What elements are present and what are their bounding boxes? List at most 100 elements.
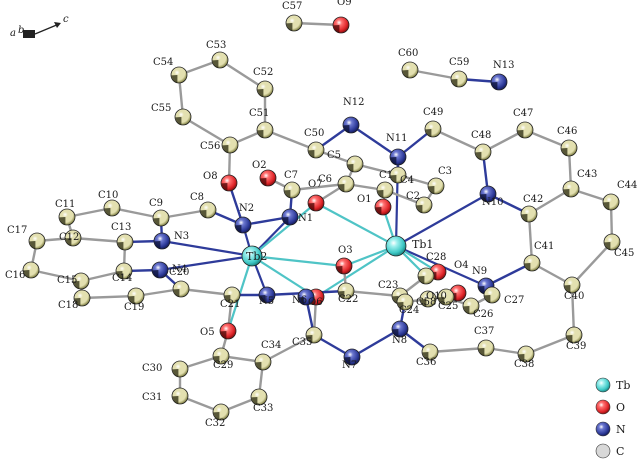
legend-item-c: C	[595, 443, 624, 459]
atom-c13	[116, 233, 134, 251]
axis-b-label: b	[18, 25, 24, 36]
atom-c29	[212, 347, 230, 365]
atom-label-c56: C56	[200, 141, 220, 152]
atom-c53	[211, 51, 229, 69]
tb-bond-tb1-o7	[314, 201, 398, 248]
atom-c19	[127, 287, 145, 305]
atom-c60	[401, 61, 419, 79]
atom-c34	[254, 353, 272, 371]
legend-label-tb: Tb	[616, 379, 630, 392]
atom-label-c6: C6	[318, 174, 332, 185]
atom-label-n8: N8	[392, 335, 407, 346]
atom-label-c47: C47	[513, 108, 533, 119]
atom-n4	[151, 261, 169, 279]
atom-c52	[256, 80, 274, 98]
atom-c41	[523, 254, 541, 272]
atom-c4	[389, 166, 407, 184]
atom-label-c54: C54	[153, 57, 173, 68]
bond-c21-c20	[179, 287, 234, 297]
atom-c8	[199, 201, 217, 219]
atom-label-n12: N12	[343, 97, 364, 108]
axis-origin-marker	[23, 30, 35, 38]
atom-c6	[337, 175, 355, 193]
legend-item-n: N	[595, 421, 626, 437]
atom-label-c25: C25	[438, 301, 458, 312]
atom-n3	[153, 232, 171, 250]
atom-label-c50: C50	[304, 128, 324, 139]
atom-c35	[305, 326, 323, 344]
axis-a-label: a	[10, 28, 16, 39]
atom-label-c40: C40	[564, 291, 584, 302]
atom-label-c18: C18	[58, 300, 78, 311]
atom-c46	[560, 139, 578, 157]
atom-label-o8: O8	[203, 171, 218, 182]
atom-n10	[479, 185, 497, 203]
atom-c16	[22, 261, 40, 279]
atom-label-c15: C15	[57, 275, 77, 286]
atom-n12	[342, 116, 360, 134]
atom-label-c55: C55	[151, 103, 171, 114]
atom-label-c46: C46	[557, 126, 577, 137]
atom-label-n9: N9	[472, 266, 487, 277]
atom-c56	[221, 136, 239, 154]
atom-tb1	[385, 235, 407, 257]
atom-label-c19: C19	[124, 302, 144, 313]
atom-c48	[474, 143, 492, 161]
atom-c18	[73, 289, 91, 307]
atom-c10	[103, 199, 121, 217]
atom-label-c30: C30	[142, 363, 162, 374]
tb-bond-tb2-n3	[160, 239, 254, 258]
atom-label-o7: O7	[308, 179, 323, 190]
bond-c22-c23	[344, 289, 402, 298]
atom-label-c51: C51	[249, 108, 269, 119]
atom-label-c48: C48	[471, 130, 491, 141]
atom-label-c39: C39	[566, 341, 586, 352]
atom-n2	[234, 216, 252, 234]
atom-c3	[427, 177, 445, 195]
legend-label-n: N	[616, 423, 626, 436]
atom-label-c26: C26	[473, 309, 493, 320]
atom-label-c35: C35	[292, 337, 312, 348]
atom-label-c60: C60	[398, 48, 418, 59]
axis-c-arrowhead	[54, 22, 61, 28]
tb-bond-tb1-o6	[314, 244, 398, 299]
legend-swatch-o	[595, 399, 611, 415]
atom-label-c38: C38	[514, 359, 534, 370]
atom-c9	[152, 209, 170, 227]
atom-c42	[520, 205, 538, 223]
atom-c30	[171, 360, 189, 378]
atom-label-c49: C49	[423, 107, 443, 118]
atom-o2	[259, 169, 277, 187]
bond-c49-c48	[431, 127, 485, 154]
atom-c21	[223, 286, 241, 304]
atom-label-c17: C17	[7, 225, 27, 236]
atom-label-c16: C16	[5, 270, 25, 281]
atom-label-c58: C58	[416, 297, 436, 308]
atom-c58	[419, 290, 437, 308]
atom-c2	[415, 196, 433, 214]
atom-c25	[437, 288, 455, 306]
atom-o3	[335, 257, 353, 275]
bond-c53-c52	[218, 58, 267, 91]
atom-c27	[483, 286, 501, 304]
atom-c49	[424, 120, 442, 138]
axis-c-label: c	[63, 14, 69, 25]
atom-label-o1: O1	[357, 194, 372, 205]
atom-n13	[490, 73, 508, 91]
atom-n6	[297, 288, 315, 306]
bond-c37-c36	[428, 346, 488, 354]
atom-n11	[389, 148, 407, 166]
atom-c24	[396, 293, 414, 311]
legend-label-c: C	[616, 445, 624, 458]
atom-c47	[516, 121, 534, 139]
atom-o8	[220, 174, 238, 192]
atom-label-c27: C27	[504, 295, 524, 306]
atom-label-c41: C41	[534, 241, 554, 252]
atom-label-o4: O4	[454, 260, 469, 271]
tb-bond-tb2-o7	[250, 201, 318, 258]
atom-tb2	[241, 245, 263, 267]
tb-bond-tb2-n4	[158, 254, 254, 272]
bond-c15-c16	[29, 268, 83, 283]
atom-label-n10: N10	[482, 197, 503, 208]
bond-c19-c18	[80, 294, 138, 300]
